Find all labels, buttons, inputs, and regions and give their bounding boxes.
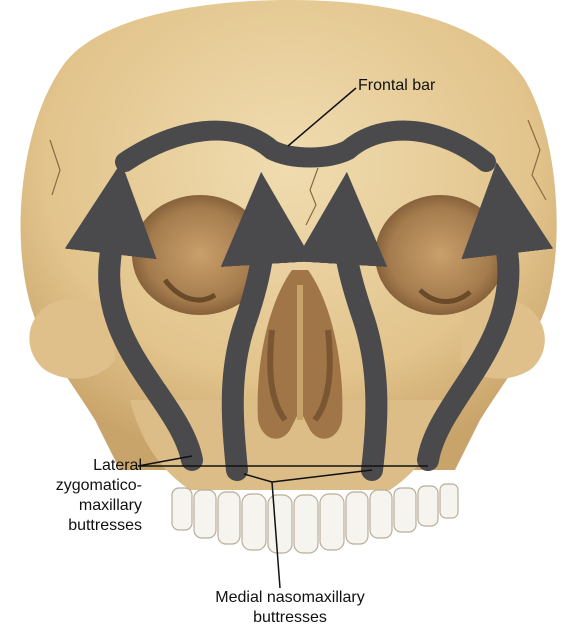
left-zygoma bbox=[29, 300, 115, 379]
lateral-buttresses-label: Lateral zygomatico- maxillary buttresses bbox=[26, 456, 142, 536]
teeth bbox=[172, 484, 458, 553]
lateral-label-line-2: zygomatico- bbox=[26, 476, 142, 496]
medial-label-line-1: Medial nasomaxillary bbox=[170, 588, 410, 608]
frontal-bar-label: Frontal bar bbox=[358, 76, 435, 96]
medial-buttresses-label: Medial nasomaxillary buttresses bbox=[170, 588, 410, 628]
medial-label-line-2: buttresses bbox=[170, 608, 410, 628]
lateral-label-line-3: maxillary bbox=[26, 496, 142, 516]
lateral-label-line-1: Lateral bbox=[26, 456, 142, 476]
lateral-label-line-4: buttresses bbox=[26, 516, 142, 536]
right-orbit bbox=[375, 195, 505, 315]
